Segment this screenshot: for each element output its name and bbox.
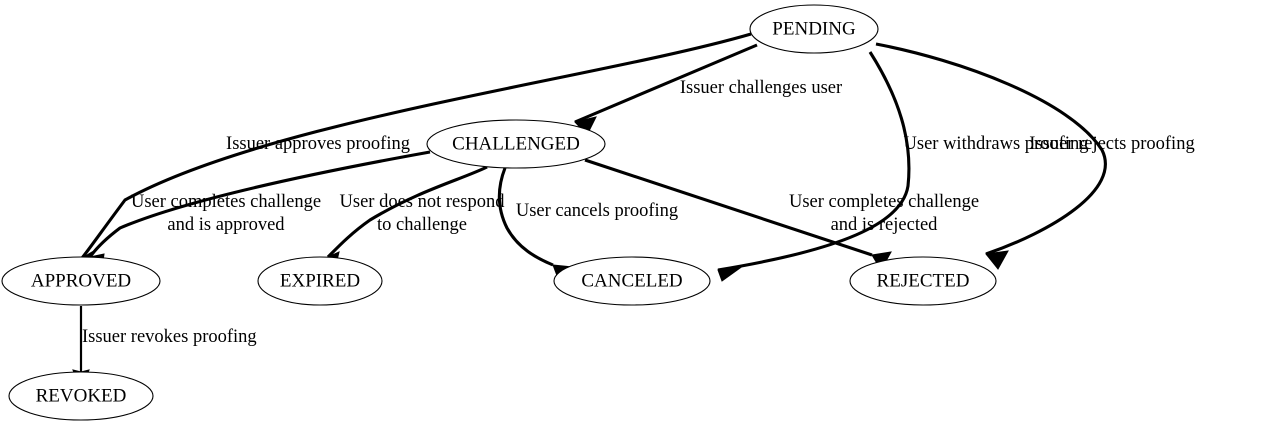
edge-label-line: User completes challenge	[131, 192, 321, 212]
edge-label-line: User completes challenge	[789, 192, 979, 212]
node-expired[interactable]: EXPIRED	[257, 256, 383, 306]
edge-label-challenged-rejected: User completes challenge and is rejected	[789, 192, 979, 235]
edge-label-line: and is rejected	[831, 215, 939, 235]
nodes-layer: PENDING CHALLENGED APPROVED EXPIRED CANCELED…	[1, 4, 997, 421]
node-shape-rejected	[849, 256, 997, 306]
edge-arrowhead-pending-rejected	[985, 250, 1009, 270]
edge-label-line: Issuer rejects proofing	[1029, 134, 1194, 154]
edge-label-line: to challenge	[377, 215, 467, 235]
edge-label-challenged-canceled: User cancels proofing	[516, 201, 678, 221]
edge-label-pending-approved: Issuer approves proofing	[226, 134, 410, 154]
node-shape-revoked	[8, 371, 154, 421]
edge-label-pending-rejected: Issuer rejects proofing	[1029, 134, 1194, 154]
node-shape-canceled	[553, 256, 711, 306]
edge-line-pending-approved	[80, 32, 752, 259]
edge-label-line: User cancels proofing	[516, 201, 678, 221]
edge-arrowhead-pending-canceled	[717, 267, 742, 282]
node-shape-expired	[257, 256, 383, 306]
node-shape-approved	[1, 256, 161, 306]
edge-label-line: User withdraws proofing	[904, 134, 1089, 154]
edge-line-pending-rejected	[875, 42, 1107, 256]
edge-label-line: and is approved	[167, 215, 285, 235]
edge-label-approved-revoked: Issuer revokes proofing	[82, 327, 257, 347]
edge-label-line: Issuer challenges user	[680, 78, 842, 98]
edge-line-challenged-expired	[326, 165, 488, 259]
edge-pending-canceled[interactable]	[717, 51, 911, 282]
edge-line-challenged-rejected	[584, 158, 873, 257]
edge-label-challenged-approved: User completes challenge and is approved	[131, 192, 321, 235]
node-approved[interactable]: APPROVED	[1, 256, 161, 306]
edge-line-challenged-approved	[88, 150, 431, 258]
edge-label-line: Issuer revokes proofing	[82, 327, 257, 347]
edge-line-pending-challenged	[574, 43, 758, 124]
node-revoked[interactable]: REVOKED	[8, 371, 154, 421]
node-canceled[interactable]: CANCELED	[553, 256, 711, 306]
edge-label-line: User does not respond	[340, 192, 506, 212]
node-shape-pending	[749, 4, 879, 54]
node-challenged[interactable]: CHALLENGED	[426, 119, 606, 169]
edge-label-line: Issuer approves proofing	[226, 134, 410, 154]
edge-label-challenged-expired: User does not respond to challenge	[340, 192, 506, 235]
edge-label-pending-canceled: User withdraws proofing	[904, 134, 1089, 154]
edge-line-pending-canceled	[717, 51, 911, 272]
edge-challenged-canceled[interactable]	[497, 167, 575, 282]
edge-line-challenged-canceled	[497, 167, 554, 267]
node-rejected[interactable]: REJECTED	[849, 256, 997, 306]
edge-label-pending-challenged: Issuer challenges user	[680, 78, 842, 98]
edge-pending-rejected[interactable]	[875, 42, 1107, 270]
node-shape-challenged	[426, 119, 606, 169]
node-pending[interactable]: PENDING	[749, 4, 879, 54]
